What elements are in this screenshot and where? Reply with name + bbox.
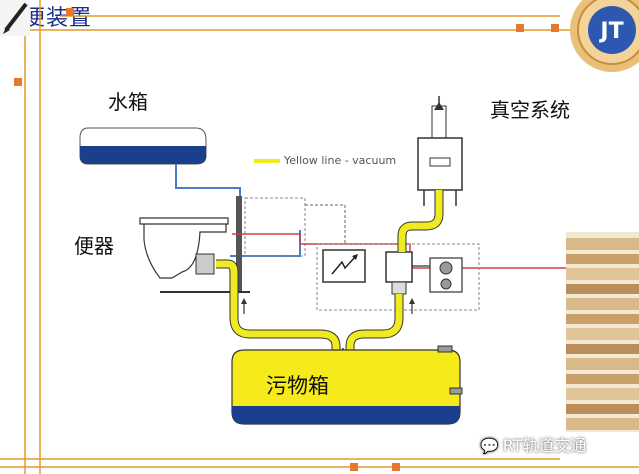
watermark-text: RT轨道交通 <box>502 436 587 455</box>
pen-icon <box>0 0 30 36</box>
water-pipe <box>175 164 241 220</box>
controller-box <box>322 249 366 283</box>
book-stack-image <box>566 232 639 432</box>
legend-swatch <box>254 159 280 163</box>
frame-accent-square <box>551 24 559 32</box>
university-logo-icon: JT <box>570 0 639 72</box>
frame-accent-square <box>392 463 400 471</box>
control-module-outline <box>244 197 306 257</box>
water-tank <box>79 127 207 165</box>
svg-text:JT: JT <box>598 19 623 44</box>
vacuum-system-label: 真空系统 <box>490 98 570 122</box>
vacuum-line <box>216 190 444 390</box>
flow-arrow-icon <box>241 298 415 314</box>
frame-accent-square <box>516 24 524 32</box>
water-tank-label: 水箱 <box>108 90 148 114</box>
chat-bubble-icon: 💬 <box>480 437 499 455</box>
vacuum-line-legend: Yellow line - vacuum <box>254 154 396 167</box>
frame-accent-square <box>14 78 22 86</box>
waste-tank-label: 污物箱 <box>266 374 329 398</box>
frame-accent-square <box>350 463 358 471</box>
valve-assembly <box>385 251 463 295</box>
watermark: 💬RT轨道交通 <box>480 432 586 456</box>
toilet-label: 便器 <box>74 234 114 258</box>
frame-accent-square <box>66 8 74 16</box>
waste-tank <box>231 345 463 425</box>
legend-text: Yellow line - vacuum <box>284 154 397 167</box>
control-link-line <box>305 204 346 244</box>
vacuum-pump-unit <box>417 96 463 206</box>
